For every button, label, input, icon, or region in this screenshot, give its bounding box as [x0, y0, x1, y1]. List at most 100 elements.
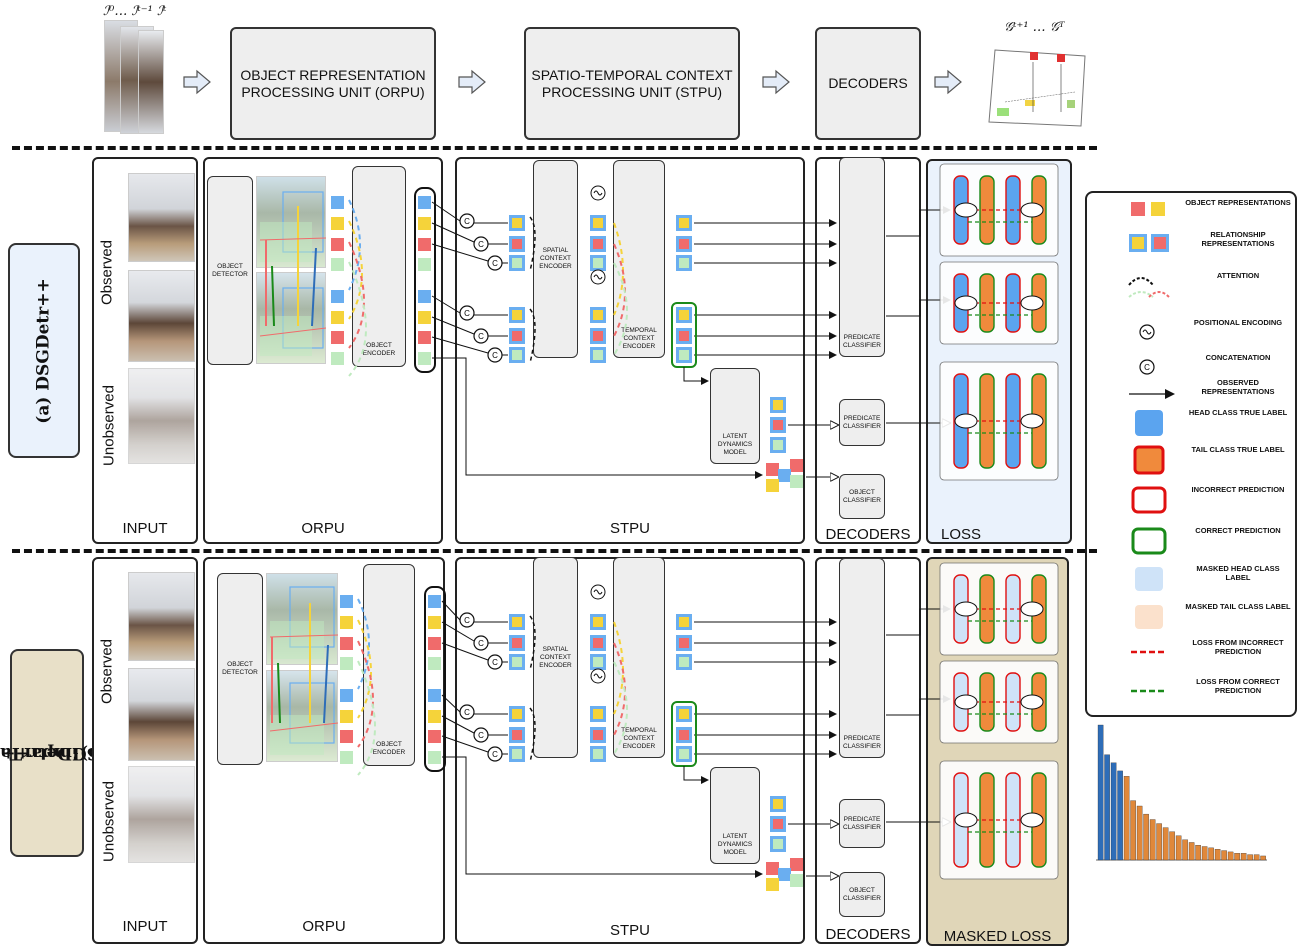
histogram-bar-26 — [1260, 855, 1266, 861]
histogram-bar-14 — [1182, 839, 1188, 861]
positional-encoding-icon-icon — [1139, 324, 1155, 340]
attention-arcs-icon — [1128, 277, 1170, 298]
histogram-bar-5 — [1123, 776, 1130, 861]
legend-item-loss-correct: LOSS FROM CORRECT PREDICTION — [1087, 677, 1295, 711]
row-b-object-classifier: OBJECT CLASSIFIER — [839, 872, 885, 917]
legend-pe-wave — [1142, 329, 1152, 335]
legend-masked-tail-box — [1135, 605, 1163, 629]
orpu-top-box: OBJECT REPRESENTATION PROCESSING UNIT (O… — [230, 27, 436, 140]
histogram-bar-18 — [1208, 847, 1214, 861]
histogram-bar-24 — [1247, 854, 1253, 861]
legend-item-correct: CORRECT PREDICTION — [1087, 526, 1295, 560]
legend-text: POSITIONAL ENCODING — [1193, 318, 1283, 327]
histogram-bar-22 — [1234, 853, 1240, 861]
legend-text: CORRECT PREDICTION — [1195, 526, 1281, 535]
masked-tail-icon — [1135, 605, 1163, 629]
legend-item-positional-encoding-icon: POSITIONAL ENCODING — [1087, 318, 1295, 352]
row-b-unobserved-label: Unobserved — [100, 781, 118, 862]
row-a-frame-3 — [128, 368, 195, 464]
row-a-predicate-classifier-2: PREDICATE CLASSIFIER — [839, 399, 885, 446]
legend-item-head-class: HEAD CLASS TRUE LABEL — [1087, 408, 1295, 442]
legend-text: TAIL CLASS TRUE LABEL — [1191, 445, 1285, 454]
histogram-bar-17 — [1201, 846, 1208, 861]
legend-concat-label: C — [1144, 363, 1150, 372]
histogram-bar-10 — [1156, 823, 1162, 861]
legend-text: ATTENTION — [1216, 271, 1260, 280]
class-frequency-histogram — [1096, 724, 1267, 861]
histogram-bar-4 — [1117, 770, 1123, 861]
row-a-predicate-classifier-1: PREDICATE CLASSIFIER — [839, 157, 885, 357]
histogram-bar-3 — [1110, 762, 1117, 861]
row-b-object-detector: OBJECT DETECTOR — [217, 573, 263, 765]
decoders-top-box: DECODERS — [815, 27, 921, 140]
histogram-bar-15 — [1188, 842, 1195, 861]
histogram-bar-11 — [1162, 827, 1169, 861]
row-b-frame-2 — [128, 668, 195, 761]
legend-arrow-head — [1165, 389, 1175, 399]
correct-icon — [1131, 527, 1167, 555]
concatenation-icon-icon: C — [1139, 359, 1155, 375]
incorrect-icon — [1131, 486, 1167, 514]
legend-item-masked-tail: MASKED TAIL CLASS LABEL — [1087, 602, 1295, 636]
legend-text: RELATIONSHIP REPRESENTATIONS — [1201, 230, 1275, 248]
row-b-stpu-label: STPU — [609, 922, 650, 939]
legend-concat-circle — [1139, 359, 1155, 375]
histogram-bar-19 — [1214, 849, 1221, 861]
row-b-frame-3 — [128, 766, 195, 863]
row-b-label: (b)ImparTail +DSGDetr++ — [0, 649, 113, 857]
row-b-predicate-classifier-1: PREDICATE CLASSIFIER — [839, 558, 885, 758]
loss-correct-icon — [1131, 689, 1167, 693]
legend: OBJECT REPRESENTATIONS RELATIONSHIP REPRE… — [1085, 191, 1297, 717]
histogram-bar-23 — [1240, 853, 1247, 861]
legend-item-tail-class: TAIL CLASS TRUE LABEL — [1087, 445, 1295, 479]
frames-label: ℐ⁰… ℐᵗ⁻¹ ℐᵗ — [103, 4, 167, 19]
legend-item-attention-arcs: ATTENTION — [1087, 271, 1295, 305]
row-b-object-encoder: OBJECT ENCODER — [363, 564, 415, 766]
legend-text: MASKED HEAD CLASS LABEL — [1196, 564, 1280, 582]
graphs-label: 𝒢ᵗ⁺¹ … 𝒢ᵀ — [1004, 20, 1065, 35]
flow-arrow-1 — [183, 69, 211, 95]
histogram-bar-21 — [1227, 851, 1234, 861]
row-a-frame-2 — [128, 270, 195, 362]
row-a-object-detector: OBJECT DETECTOR — [207, 176, 253, 365]
relationship-squares-icon — [1129, 234, 1169, 252]
row-a-frame-1 — [128, 173, 195, 262]
legend-text: LOSS FROM INCORRECT PREDICTION — [1192, 638, 1284, 656]
row-a-detection-overlay — [259, 191, 326, 356]
row-a-latent-dynamics: LATENT DYNAMICS MODEL — [710, 368, 760, 464]
row-b-spatial-encoder: SPATIAL CONTEXT ENCODER — [533, 557, 578, 758]
legend-attention-red — [1148, 291, 1170, 298]
legend-head-box — [1135, 410, 1163, 436]
legend-attention-black — [1128, 277, 1154, 286]
legend-text: INCORRECT PREDICTION — [1191, 485, 1285, 494]
object-squares-icon — [1131, 202, 1165, 216]
row-b-predicate-classifier-2: PREDICATE CLASSIFIER — [839, 799, 885, 848]
row-b-frame-1 — [128, 572, 195, 661]
legend-item-object-squares: OBJECT REPRESENTATIONS — [1087, 198, 1295, 232]
masked-head-icon — [1135, 567, 1163, 591]
legend-item-incorrect: INCORRECT PREDICTION — [1087, 485, 1295, 519]
row-b-decoders-label: DECODERS — [825, 926, 911, 943]
legend-item-loss-incorrect: LOSS FROM INCORRECT PREDICTION — [1087, 638, 1295, 672]
row-b-temporal-encoder: TEMPORAL CONTEXT ENCODER — [613, 557, 665, 758]
stpu-top-box: SPATIO-TEMPORAL CONTEXT PROCESSING UNIT … — [524, 27, 740, 140]
histogram-bar-20 — [1221, 850, 1227, 861]
histogram-bar-6 — [1130, 800, 1136, 861]
legend-text: OBSERVED REPRESENTATIONS — [1201, 378, 1275, 396]
row-b-loss-panel — [926, 557, 1069, 946]
row-a-input-label: INPUT — [122, 520, 168, 537]
row-a-observed-label: Observed — [98, 239, 116, 306]
legend-text: OBJECT REPRESENTATIONS — [1185, 198, 1291, 207]
legend-red-square — [1131, 202, 1145, 216]
row-a-stpu-label: STPU — [609, 520, 650, 537]
row-a-loss-label: LOSS — [940, 526, 982, 543]
legend-yellow-square — [1151, 202, 1165, 216]
histogram-bar-13 — [1175, 835, 1182, 861]
flow-arrow-4 — [934, 69, 962, 95]
legend-rel-fill-1 — [1132, 237, 1144, 249]
input-frame-stack-front — [138, 30, 164, 134]
loss-incorrect-icon — [1131, 650, 1167, 654]
legend-item-arrow: OBSERVED REPRESENTATIONS — [1087, 378, 1295, 412]
flow-arrow-3 — [762, 69, 790, 95]
